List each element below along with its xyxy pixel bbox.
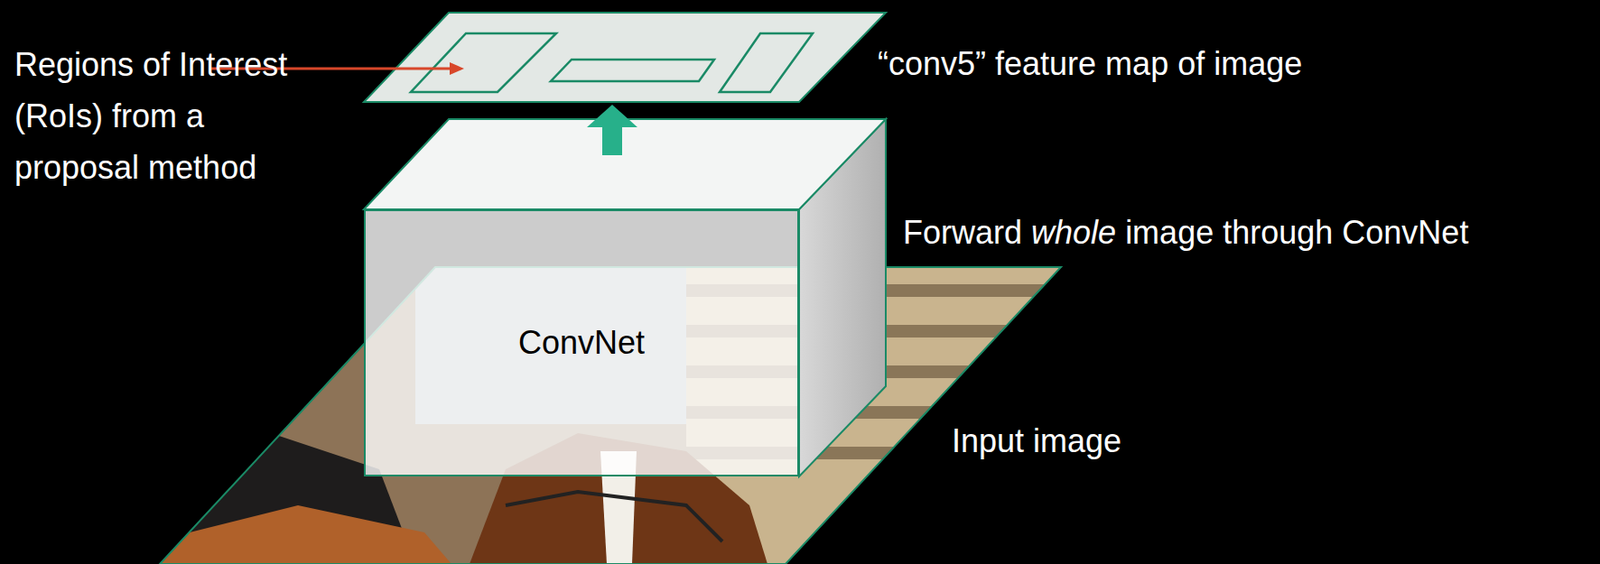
image-bridle (505, 492, 723, 542)
box-title: ConvNet (518, 324, 645, 363)
convnet-box: ConvNet (363, 209, 800, 477)
roi-box (719, 33, 813, 93)
label-word (1332, 213, 1342, 252)
annotation-label: Forward whole image through ConvNet (902, 213, 1469, 253)
label-holder: Forward whole image through ConvNet (902, 213, 1469, 253)
leader-arrowhead (449, 62, 465, 75)
forward-arrow (586, 104, 638, 156)
box-top-face (363, 119, 886, 210)
annotation-label: Input image (951, 421, 1122, 462)
image-horse (153, 505, 452, 564)
label-word: whole (1031, 213, 1117, 252)
roi-box (550, 59, 715, 82)
label-holder: Input image (951, 421, 1122, 462)
label-word: ConvNet (1341, 213, 1469, 252)
annotation-label: “conv5” feature map of image (877, 44, 1303, 84)
label-holder: Regions of Interest (RoIs) from a propos… (14, 38, 326, 194)
label-word: through (1222, 213, 1333, 252)
label-word: image (1125, 213, 1214, 252)
label-word: Forward (902, 213, 1023, 252)
label-holder: “conv5” feature map of image (877, 44, 1303, 84)
feature-map (363, 12, 886, 103)
label-word (1116, 213, 1126, 252)
label-word (1022, 213, 1032, 252)
label-word (1213, 213, 1223, 252)
annotation-label: Regions of Interest (RoIs) from a propos… (14, 38, 326, 194)
roi-box (410, 33, 557, 93)
